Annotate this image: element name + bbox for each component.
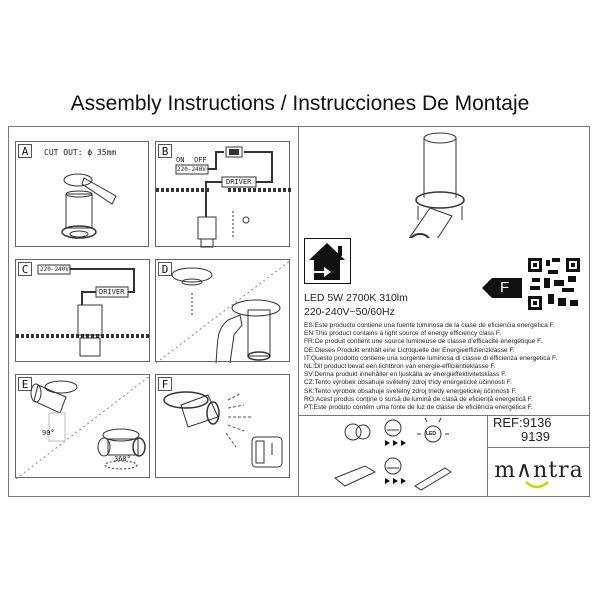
ref-divider-h bbox=[487, 447, 590, 448]
led-icon-label: LED bbox=[426, 431, 436, 437]
module-removal-illustration bbox=[156, 260, 291, 363]
driver-label: DRIVER bbox=[99, 288, 125, 296]
ref-divider-v bbox=[487, 415, 488, 497]
wiring-illustration bbox=[156, 146, 291, 248]
rotate-angle: 360° bbox=[114, 455, 131, 463]
statement-nl: NL:Dit product bevat een lichtbron van e… bbox=[304, 363, 496, 371]
mantra-logo: m∧ntra bbox=[489, 458, 589, 483]
light-on-illustration bbox=[163, 391, 283, 468]
panel-label: D bbox=[158, 262, 172, 276]
statement-ro: RO:Acest produs conţine o sursă de lumin… bbox=[304, 395, 533, 403]
ref-line-1: REF:9136 bbox=[493, 415, 552, 430]
energy-statements: ES:Este producto contiene una fuente lum… bbox=[304, 322, 557, 412]
spec-power: LED 5W 2700K 310lm bbox=[304, 292, 408, 304]
panel-a: A CUT OUT: ϕ 35mm bbox=[15, 141, 149, 247]
driver-label: DRIVER bbox=[226, 178, 252, 186]
recycling-illustration bbox=[334, 417, 452, 491]
panel-label: C bbox=[18, 262, 32, 276]
panel-d: D bbox=[155, 259, 291, 363]
product-illustration bbox=[408, 132, 465, 238]
drill-hole-illustration bbox=[61, 173, 117, 239]
statement-en: EN:This product contains a light source … bbox=[304, 330, 502, 338]
energy-class-label: F bbox=[500, 279, 510, 296]
panel-c: C 220-240V~ DRIVER bbox=[15, 259, 151, 362]
spec-voltage: 220-240V~50/60Hz bbox=[304, 306, 395, 318]
page-title: Assembly Instructions / Instrucciones De… bbox=[70, 92, 530, 115]
panel-label: A bbox=[18, 144, 32, 158]
panel-label: B bbox=[158, 144, 172, 158]
indoor-use-icon bbox=[304, 238, 351, 284]
statement-sk: SK:Tento výrobok obsahuje svetelný zdroj… bbox=[304, 387, 517, 395]
qr-code bbox=[528, 258, 580, 310]
logo-text: m∧ntra bbox=[494, 458, 584, 483]
installed-driver-illustration bbox=[16, 264, 151, 357]
statement-sv: SV:Denna produkt innehåller en ljuskälla… bbox=[304, 371, 507, 379]
on-label: ON bbox=[176, 156, 185, 164]
voltage-label: 220-240V~ bbox=[40, 266, 73, 273]
panel-f: F bbox=[155, 374, 290, 478]
reference-numbers: REF:9136 9139 bbox=[493, 416, 552, 444]
statement-de: DE:Dieses Produkt enthält eine Lichtquel… bbox=[304, 346, 515, 354]
panel-label: F bbox=[158, 377, 172, 391]
statement-fr: FR:Ce produit contient une source lumine… bbox=[304, 338, 543, 346]
off-label: OFF bbox=[194, 156, 207, 164]
statement-es: ES:Este producto contiene una fuente lum… bbox=[304, 322, 555, 329]
panel-e: E 90° 360° bbox=[15, 374, 151, 479]
info-divider bbox=[298, 415, 590, 416]
tilt-rotate-illustration bbox=[16, 375, 151, 479]
panel-b: B ON OFF 220-240V~ DRIVER bbox=[155, 141, 291, 248]
panel-label: E bbox=[18, 377, 32, 391]
statement-it: IT:Questo prodotto contiene una sorgente… bbox=[304, 354, 558, 362]
logo-smile bbox=[525, 481, 549, 489]
cutout-text: CUT OUT: ϕ 35mm bbox=[44, 148, 117, 157]
energy-class-arrow bbox=[482, 278, 522, 298]
right-frame bbox=[298, 126, 590, 497]
statement-pt: PT:Este produto contém uma fonte de luz … bbox=[304, 404, 533, 412]
tilt-angle: 90° bbox=[42, 429, 55, 437]
statement-cz: CZ:Tento výrobek obsahuje světelný zdroj… bbox=[304, 379, 512, 387]
ref-line-2: 9139 bbox=[521, 429, 550, 444]
voltage-label: 220-240V~ bbox=[177, 166, 210, 173]
